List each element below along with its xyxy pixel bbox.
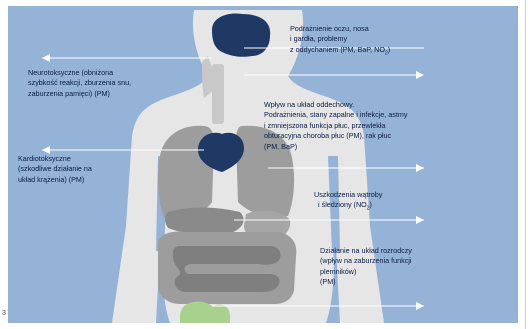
label-line: obturacyjna choroba płuc (PM), rak płuc xyxy=(264,131,407,141)
label-neurotoxic: Neurotoksyczne (obniżona szybkość reakcj… xyxy=(28,68,131,99)
label-line: i gardła, problemy xyxy=(290,34,390,44)
label-line: (PM) xyxy=(320,277,412,287)
arrow-cardio xyxy=(42,146,50,154)
label-line: z oddychaniem (PM, BaP, NO2) xyxy=(290,45,390,59)
label-respiratory: Wpływ na układ oddechowy. Podrażnienia, … xyxy=(264,100,407,152)
label-line: Działanie na układ rozrodczy xyxy=(320,246,412,256)
label-line: plemników) xyxy=(320,267,412,277)
arrow-respiratory xyxy=(416,164,424,172)
corner-mark: 3 xyxy=(2,310,6,317)
label-line-text: i śledziony (NO xyxy=(318,200,367,209)
label-line: (wpływ na zaburzenia funkcji xyxy=(320,256,412,266)
arrow-reproductive xyxy=(416,302,424,310)
label-line-text: z oddychaniem (PM, BaP, NO xyxy=(290,45,385,54)
trachea xyxy=(212,64,224,124)
label-line: Podrażnienia, stany zapalne i infekcje, … xyxy=(264,110,407,120)
right-border-line xyxy=(525,0,526,329)
label-line: szybkość reakcji, zburzenia snu, xyxy=(28,78,131,88)
label-line: Neurotoksyczne (obniżona xyxy=(28,68,131,78)
label-line-text: ) xyxy=(370,200,372,209)
brain xyxy=(212,14,270,57)
arrow-liver xyxy=(416,216,424,224)
label-line: Podrażnienie oczu, nosa xyxy=(290,24,390,34)
liver xyxy=(165,208,244,235)
diagram-panel: Podrażnienie oczu, nosa i gardła, proble… xyxy=(8,6,518,323)
label-eyes-nose-throat: Podrażnienie oczu, nosa i gardła, proble… xyxy=(290,24,390,59)
label-reproductive: Działanie na układ rozrodczy (wpływ na z… xyxy=(320,246,412,288)
label-line-text: ) xyxy=(388,45,390,54)
label-cardiotoxic: Kardiotoksyczne (szkodliwe działanie na … xyxy=(18,154,92,185)
label-line: układ krążenia) (PM) xyxy=(18,175,92,185)
label-line: i śledziony (NO2) xyxy=(314,200,382,214)
label-line: (PM, BaP) xyxy=(264,142,407,152)
label-line: Uszkodzenia wątroby xyxy=(314,190,382,200)
arrow-neuro xyxy=(42,54,50,62)
label-line: Kardiotoksyczne xyxy=(18,154,92,164)
label-liver-spleen: Uszkodzenia wątroby i śledziony (NO2) xyxy=(314,190,382,214)
label-line: (szkodliwe działanie na xyxy=(18,164,92,174)
label-line: i zmniejszona funkcja płuc, przewlekła xyxy=(264,121,407,131)
label-line: Wpływ na układ oddechowy. xyxy=(264,100,407,110)
label-line: zaburzenia pamięci) (PM) xyxy=(28,89,131,99)
